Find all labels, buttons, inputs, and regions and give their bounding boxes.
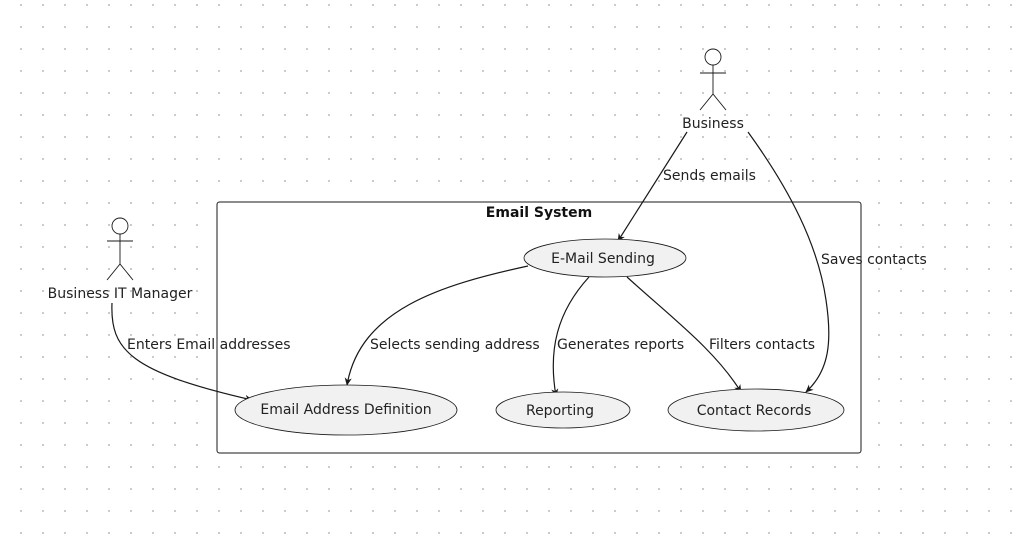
- actor-business[interactable]: Business: [682, 48, 744, 132]
- use-case-reporting[interactable]: Reporting: [495, 391, 631, 429]
- use-case-reporting-label: Reporting: [526, 403, 594, 419]
- edge-sends-emails: Sends emails: [617, 131, 756, 242]
- edge-label-generates-reports: Generates reports: [557, 337, 684, 353]
- edge-selects-sending-address: Selects sending address: [344, 265, 540, 386]
- edge-label-enters-email-addresses: Enters Email addresses: [127, 337, 291, 353]
- use-case-contact-records[interactable]: Contact Records: [667, 388, 845, 432]
- edge-saves-contacts: Saves contacts: [747, 131, 927, 393]
- edge-label-filters-contacts: Filters contacts: [709, 337, 815, 353]
- edge-filters-contacts: Filters contacts: [626, 276, 815, 393]
- edge-label-saves-contacts: Saves contacts: [821, 252, 927, 268]
- use-case-email-sending[interactable]: E-Mail Sending: [523, 238, 687, 278]
- system-title: Email System: [486, 205, 592, 221]
- actor-stick-figure-icon: [106, 217, 134, 281]
- edge-generates-reports: Generates reports: [551, 276, 684, 397]
- use-case-email-address-definition-label: Email Address Definition: [260, 402, 431, 418]
- use-case-email-address-definition[interactable]: Email Address Definition: [234, 384, 458, 436]
- actor-business-it-manager[interactable]: Business IT Manager: [48, 217, 193, 302]
- actor-business-label: Business: [682, 116, 744, 132]
- edge-label-sends-emails: Sends emails: [663, 168, 756, 184]
- use-case-email-sending-label: E-Mail Sending: [551, 251, 655, 267]
- actor-stick-figure-icon: [699, 48, 727, 111]
- edge-label-selects-sending-address: Selects sending address: [370, 337, 540, 353]
- edge-enters-email-addresses: Enters Email addresses: [111, 302, 291, 402]
- use-case-contact-records-label: Contact Records: [697, 403, 812, 419]
- actor-business-it-manager-label: Business IT Manager: [48, 286, 193, 302]
